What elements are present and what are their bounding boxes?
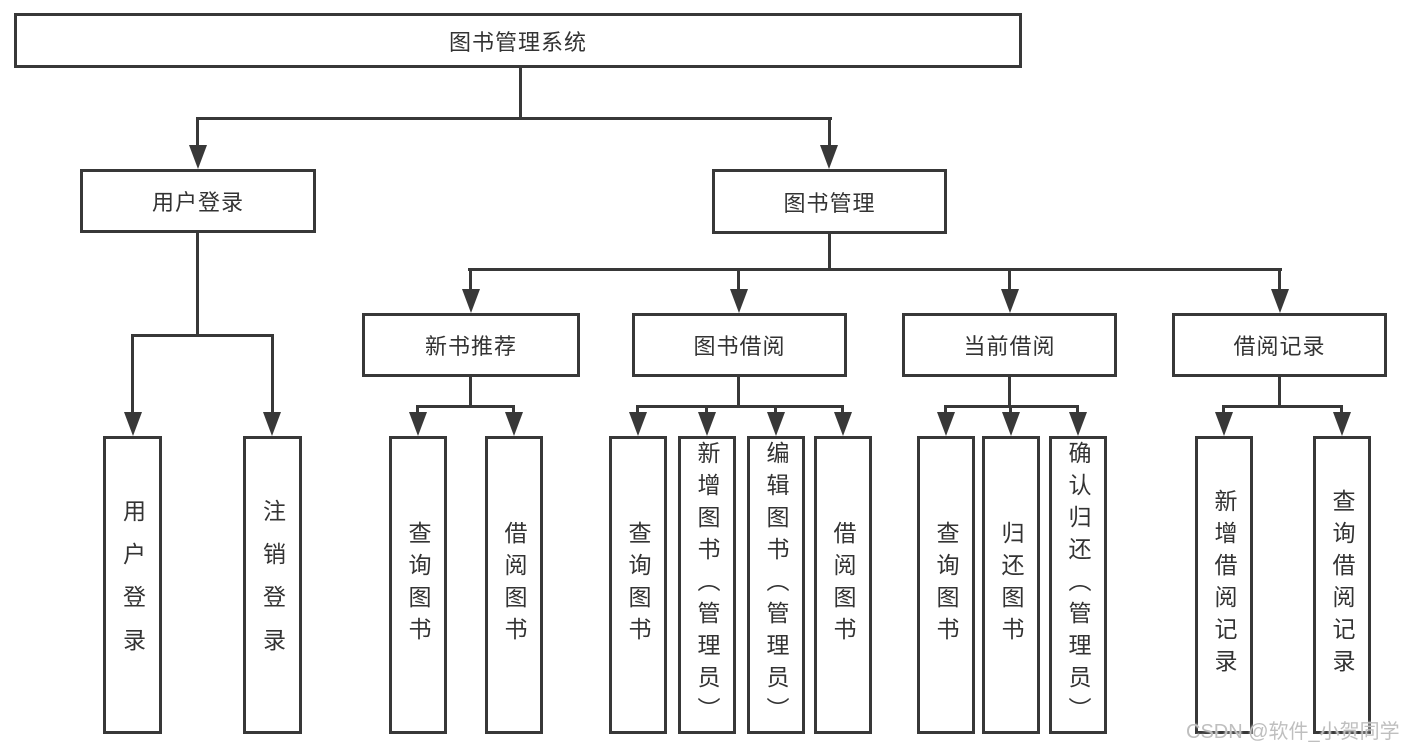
connector-drop-user-login	[196, 117, 199, 146]
arrow-down-icon	[730, 289, 748, 313]
leaf-edit-book-admin: 编辑图书（管理员）	[747, 436, 805, 734]
node-current-borrow: 当前借阅	[902, 313, 1117, 377]
leaf-query-books: 查询图书	[389, 436, 447, 734]
arrow-down-icon	[1271, 289, 1289, 313]
connector-drop-leaf	[705, 405, 708, 414]
connector-book-borrow-split	[636, 405, 844, 408]
connector-drop-leaf	[1076, 405, 1079, 414]
leaf-label: 确认归还（管理员）	[1065, 441, 1091, 729]
connector-drop-new-book	[469, 268, 472, 291]
arrow-down-icon	[1215, 412, 1233, 436]
connector-current-borrow-stem	[1008, 377, 1011, 407]
leaf-label: 查询图书	[933, 521, 959, 649]
leaf-add-book-admin: 新增图书（管理员）	[678, 436, 736, 734]
leaf-confirm-return-admin: 确认归还（管理员）	[1049, 436, 1107, 734]
leaf-add-borrow-record: 新增借阅记录	[1195, 436, 1253, 734]
node-new-book-recommend: 新书推荐	[362, 313, 580, 377]
leaf-label: 归还图书	[998, 521, 1024, 649]
node-user-login-label: 用户登录	[151, 190, 244, 215]
arrow-down-icon	[698, 412, 716, 436]
connector-drop-borrow-records	[1278, 268, 1281, 291]
connector-drop-leaf	[1009, 405, 1012, 414]
leaf-query-books: 查询图书	[917, 436, 975, 734]
leaf-label: 新增图书（管理员）	[694, 441, 720, 729]
leaf-label: 用户登录	[119, 499, 146, 671]
connector-drop-leaf	[841, 405, 844, 414]
connector-root-split	[196, 117, 832, 120]
arrow-down-icon	[767, 412, 785, 436]
leaf-label: 新增借阅记录	[1211, 489, 1237, 681]
arrow-down-icon	[820, 145, 838, 169]
connector-book-management-stem	[828, 234, 831, 270]
connector-drop-leaf	[1222, 405, 1225, 414]
leaf-label: 查询图书	[625, 521, 651, 649]
node-current-borrow-label: 当前借阅	[963, 334, 1056, 359]
connector-borrow-records-stem	[1278, 377, 1281, 407]
connector-borrow-records-split	[1222, 405, 1343, 408]
arrow-down-icon	[189, 145, 207, 169]
leaf-borrow-books: 借阅图书	[485, 436, 543, 734]
leaf-label: 查询图书	[405, 521, 431, 649]
arrow-down-icon	[462, 289, 480, 313]
connector-book-borrow-stem	[737, 377, 740, 407]
node-book-management-label: 图书管理	[783, 190, 876, 216]
connector-root-stem	[519, 68, 522, 119]
arrow-down-icon	[937, 412, 955, 436]
leaf-borrow-books: 借阅图书	[814, 436, 872, 734]
arrow-down-icon	[1002, 412, 1020, 436]
connector-new-book-stem	[469, 377, 472, 407]
arrow-down-icon	[263, 412, 281, 436]
connector-drop-leaf	[512, 405, 515, 414]
arrow-down-icon	[1069, 412, 1087, 436]
node-new-book-recommend-label: 新书推荐	[424, 334, 517, 359]
connector-drop-leaf	[1340, 405, 1343, 414]
leaf-return-books: 归还图书	[982, 436, 1040, 734]
arrow-down-icon	[629, 412, 647, 436]
node-book-management: 图书管理	[712, 169, 947, 234]
connector-drop-book-borrow	[737, 268, 740, 291]
leaf-label: 编辑图书（管理员）	[763, 441, 789, 729]
arrow-down-icon	[1333, 412, 1351, 436]
node-root-label: 图书管理系统	[448, 29, 587, 55]
leaf-user-login: 用户登录	[103, 436, 162, 734]
connector-drop-leaf	[774, 405, 777, 414]
leaf-label: 注销登录	[259, 499, 286, 671]
arrow-down-icon	[409, 412, 427, 436]
arrow-down-icon	[124, 412, 142, 436]
leaf-logout: 注销登录	[243, 436, 302, 734]
connector-drop-leaf	[416, 405, 419, 414]
connector-user-login-stem	[196, 233, 199, 336]
leaf-query-books: 查询图书	[609, 436, 667, 734]
connector-drop-leaf	[944, 405, 947, 414]
node-borrow-records: 借阅记录	[1172, 313, 1387, 377]
leaf-query-borrow-record: 查询借阅记录	[1313, 436, 1371, 734]
node-book-borrow: 图书借阅	[632, 313, 847, 377]
connector-user-login-split	[131, 334, 274, 337]
connector-drop-book-management	[828, 117, 831, 146]
connector-drop-leaf	[271, 334, 274, 414]
node-user-login: 用户登录	[80, 169, 316, 233]
csdn-watermark: CSDN @软件_小贺同学	[1186, 721, 1400, 743]
node-book-borrow-label: 图书借阅	[693, 334, 786, 359]
leaf-label: 借阅图书	[830, 521, 856, 649]
node-root: 图书管理系统	[14, 13, 1022, 68]
connector-book-management-split	[468, 268, 1282, 271]
connector-drop-leaf	[131, 334, 134, 414]
connector-drop-leaf	[636, 405, 639, 414]
connector-drop-current-borrow	[1008, 268, 1011, 291]
connector-new-book-split	[417, 405, 515, 408]
node-borrow-records-label: 借阅记录	[1233, 334, 1326, 359]
leaf-label: 查询借阅记录	[1329, 489, 1355, 681]
arrow-down-icon	[505, 412, 523, 436]
arrow-down-icon	[834, 412, 852, 436]
leaf-label: 借阅图书	[501, 521, 527, 649]
arrow-down-icon	[1001, 289, 1019, 313]
